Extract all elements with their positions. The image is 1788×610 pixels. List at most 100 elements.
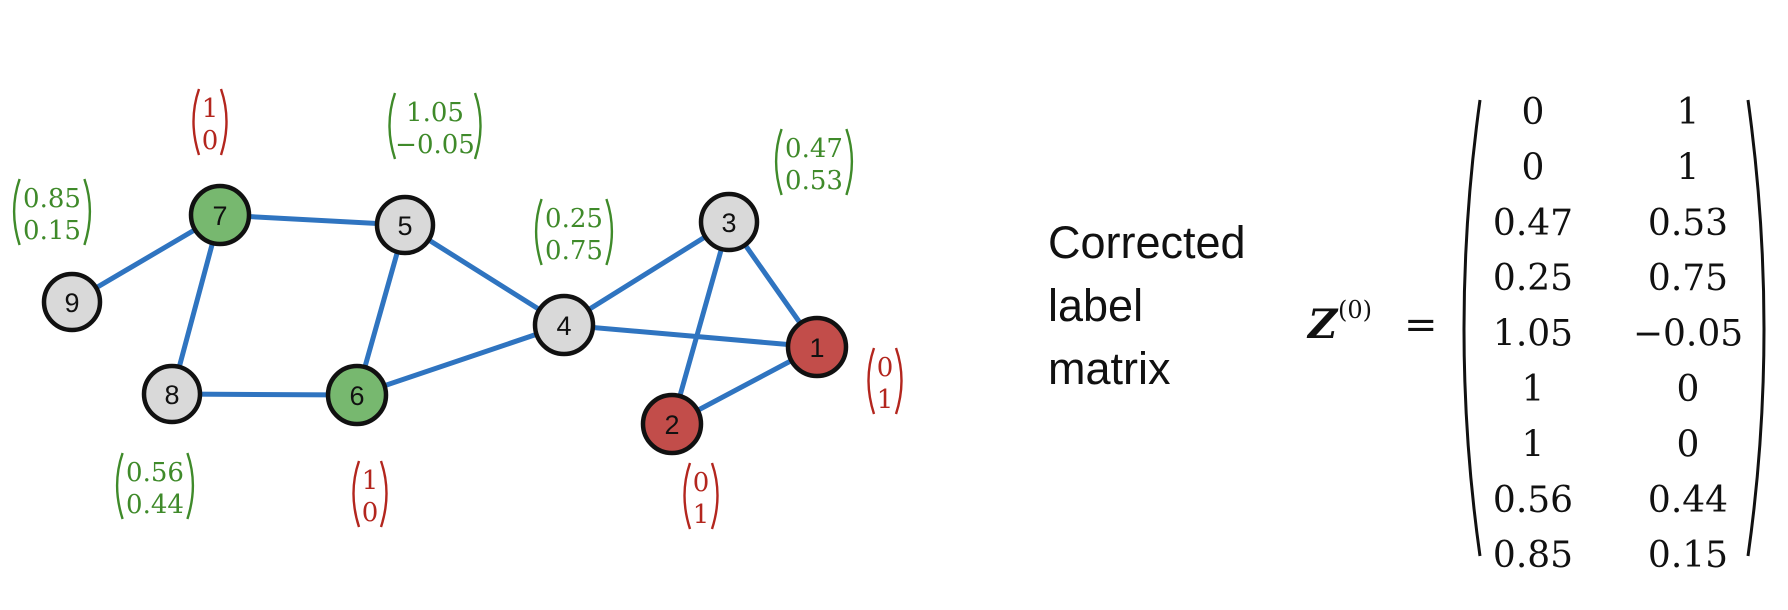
vector-top-value: 0 bbox=[877, 353, 894, 383]
matrix-brackets bbox=[1462, 99, 1766, 557]
vector-bottom-value: 0 bbox=[362, 498, 379, 528]
vector-left-paren bbox=[683, 462, 692, 530]
vector-left-paren bbox=[12, 178, 21, 246]
node-circle[interactable] bbox=[698, 191, 760, 253]
vector-bottom-value: 0.53 bbox=[785, 166, 843, 196]
vector-bottom-value: 0.15 bbox=[23, 216, 81, 246]
node-5[interactable]: 5 bbox=[374, 194, 436, 256]
node-label: 3 bbox=[721, 208, 736, 238]
edge-3-2 bbox=[669, 219, 732, 427]
matrix-cell-r1-c1: 0 bbox=[1522, 92, 1545, 133]
node-label: 6 bbox=[349, 381, 364, 411]
edge-6-4 bbox=[354, 322, 567, 398]
node-1[interactable]: 1 bbox=[785, 315, 849, 379]
node-label: 8 bbox=[164, 380, 179, 410]
vector-right-paren bbox=[845, 128, 854, 196]
vector-top-value: 0.47 bbox=[785, 134, 843, 164]
matrix-superscript: (0) bbox=[1338, 296, 1372, 324]
caption-line-1: Corrected bbox=[1048, 217, 1246, 268]
node-label: 9 bbox=[64, 288, 79, 318]
matrix-cell-r7-c2: 0 bbox=[1677, 424, 1700, 465]
matrix-cell-r5-c2: −0.05 bbox=[1633, 314, 1743, 355]
matrix-symbol: Z bbox=[1306, 301, 1339, 348]
vector-left-paren bbox=[352, 460, 361, 528]
vector-node-8: 0.560.44 bbox=[115, 452, 195, 520]
vector-right-paren bbox=[894, 347, 903, 415]
vector-top-value: 1 bbox=[362, 466, 379, 496]
vector-node-2: 01 bbox=[683, 462, 719, 530]
vector-right-paren bbox=[186, 452, 195, 520]
node-circle[interactable] bbox=[325, 363, 389, 427]
node-label: 4 bbox=[556, 311, 571, 341]
vector-left-paren bbox=[388, 92, 397, 160]
matrix-lhs: Z (0) = bbox=[1306, 296, 1438, 348]
vector-right-paren bbox=[219, 88, 228, 156]
vector-left-paren bbox=[774, 128, 783, 196]
vector-bottom-value: 1 bbox=[693, 500, 710, 530]
graph-nodes: 1 2 3 4 5 6 7 8 9 bbox=[41, 183, 849, 456]
vector-left-paren bbox=[192, 88, 201, 156]
vector-node-3: 0.470.53 bbox=[774, 128, 854, 196]
vector-bottom-value: 0.44 bbox=[126, 490, 184, 520]
vector-bottom-value: 0 bbox=[202, 126, 219, 156]
vector-bottom-value: 0.75 bbox=[545, 236, 603, 266]
caption-line-3: matrix bbox=[1048, 343, 1171, 394]
matrix-cell-r4-c2: 0.75 bbox=[1648, 258, 1728, 299]
vector-top-value: 1 bbox=[202, 94, 219, 124]
vector-right-paren bbox=[83, 178, 92, 246]
node-label: 7 bbox=[212, 201, 227, 231]
node-label: 5 bbox=[397, 211, 412, 241]
matrix-cell-r2-c2: 1 bbox=[1677, 147, 1700, 188]
node-9[interactable]: 9 bbox=[41, 271, 103, 333]
vector-right-paren bbox=[605, 198, 614, 266]
vector-top-value: 0.56 bbox=[126, 458, 184, 488]
vector-right-paren bbox=[710, 462, 719, 530]
vector-node-6: 10 bbox=[352, 460, 388, 528]
edge-4-3 bbox=[561, 219, 732, 328]
node-6[interactable]: 6 bbox=[325, 363, 389, 427]
node-circle[interactable] bbox=[640, 392, 704, 456]
matrix-cell-r8-c1: 0.56 bbox=[1493, 480, 1573, 521]
node-circle[interactable] bbox=[785, 315, 849, 379]
matrix-cell-r2-c1: 0 bbox=[1522, 147, 1545, 188]
vector-bottom-value: 1 bbox=[877, 385, 894, 415]
matrix-cell-r4-c1: 0.25 bbox=[1493, 258, 1573, 299]
matrix-cell-r6-c2: 0 bbox=[1677, 369, 1700, 410]
matrix-cell-r6-c1: 1 bbox=[1522, 369, 1545, 410]
node-3[interactable]: 3 bbox=[698, 191, 760, 253]
matrix-right-bracket bbox=[1746, 99, 1766, 557]
node-circle[interactable] bbox=[41, 271, 103, 333]
vector-bottom-value: −0.05 bbox=[395, 130, 475, 160]
vector-top-value: 0.85 bbox=[23, 184, 81, 214]
node-circle[interactable] bbox=[532, 293, 596, 357]
vector-node-5: 1.05−0.05 bbox=[388, 92, 482, 160]
node-circle[interactable] bbox=[141, 363, 203, 425]
vector-left-paren bbox=[534, 198, 543, 266]
matrix-cell-r9-c1: 0.85 bbox=[1493, 535, 1573, 576]
matrix-cell-r5-c1: 1.05 bbox=[1493, 314, 1573, 355]
vector-left-paren bbox=[115, 452, 124, 520]
node-circle[interactable] bbox=[188, 183, 252, 247]
edge-5-4 bbox=[402, 222, 567, 328]
vector-node-7: 10 bbox=[192, 88, 228, 156]
matrix-cell-r7-c1: 1 bbox=[1522, 424, 1545, 465]
matrix-caption: Corrected label matrix bbox=[1048, 217, 1246, 394]
node-4[interactable]: 4 bbox=[532, 293, 596, 357]
node-label: 2 bbox=[664, 410, 679, 440]
caption-line-2: label bbox=[1048, 280, 1143, 331]
vector-left-paren bbox=[867, 347, 876, 415]
vector-node-9: 0.850.15 bbox=[12, 178, 92, 246]
node-2[interactable]: 2 bbox=[640, 392, 704, 456]
node-8[interactable]: 8 bbox=[141, 363, 203, 425]
vector-node-1: 01 bbox=[867, 347, 903, 415]
matrix-cell-r8-c2: 0.44 bbox=[1648, 480, 1728, 521]
node-7[interactable]: 7 bbox=[188, 183, 252, 247]
vector-right-paren bbox=[473, 92, 482, 160]
edge-4-1 bbox=[561, 322, 820, 350]
node-label: 1 bbox=[809, 333, 824, 363]
vector-top-value: 0.25 bbox=[545, 204, 603, 234]
node-circle[interactable] bbox=[374, 194, 436, 256]
